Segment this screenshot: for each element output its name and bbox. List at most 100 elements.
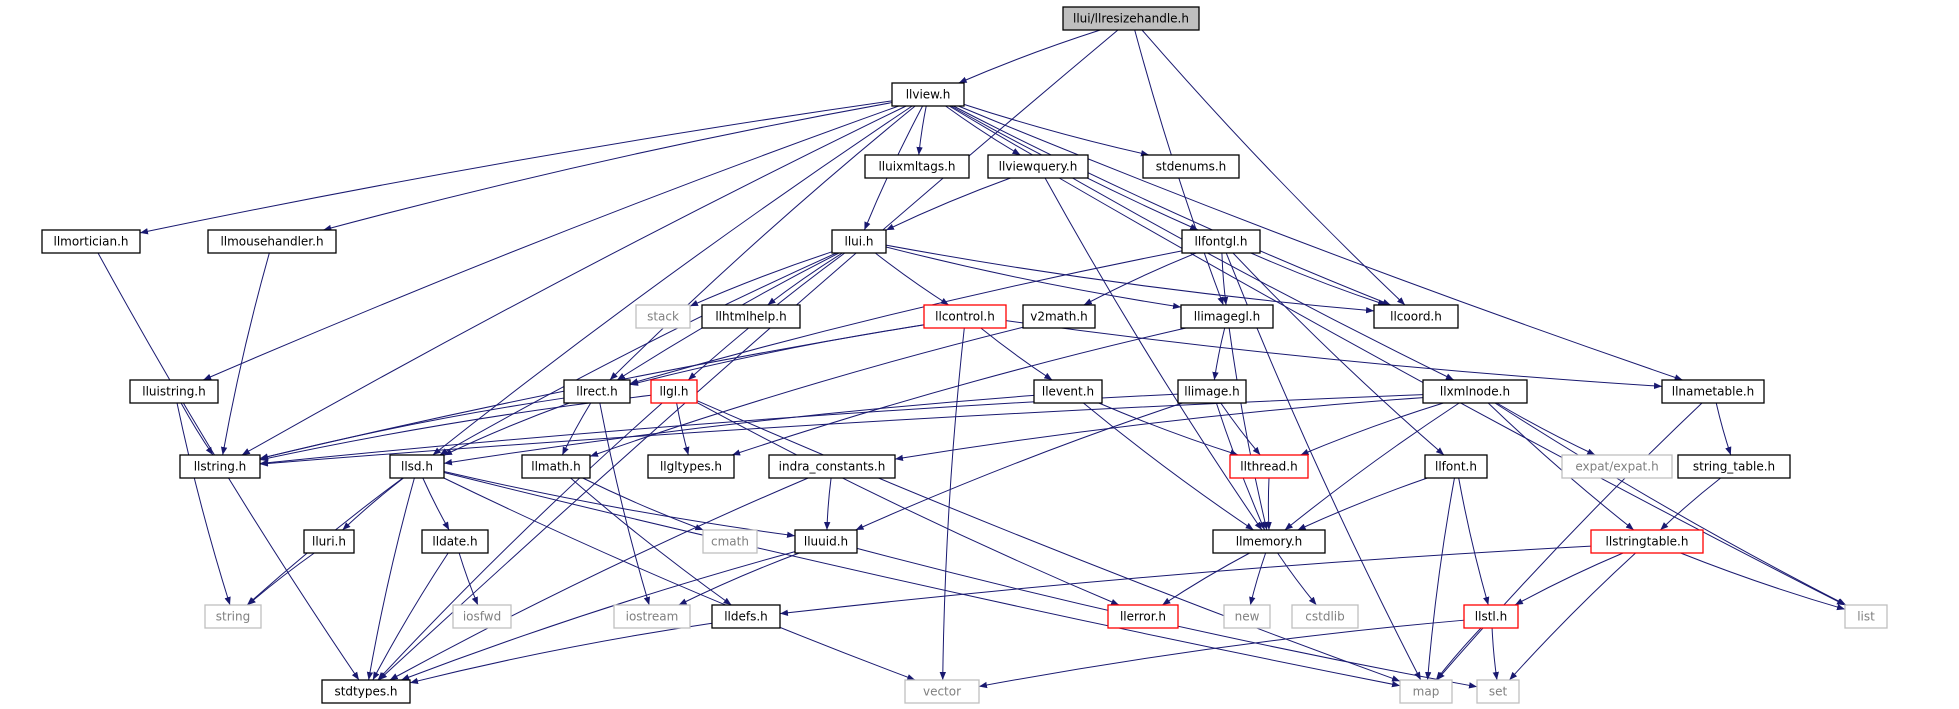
node-box [1033,379,1103,404]
node-label: llnametable.h [1672,385,1755,399]
node-label: expat/expat.h [1575,460,1658,474]
node-box [650,379,698,404]
edge-llui-to-llhtmlhelp [767,252,843,306]
node-label: stack [647,310,679,324]
node-llstring[interactable]: llstring.h [179,454,261,479]
node-llimagegl[interactable]: llimagegl.h [1180,304,1274,329]
node-lluri[interactable]: lluri.h [303,529,355,554]
node-label: new [1235,610,1260,624]
node-label: lldefs.h [724,610,768,624]
node-box [1463,604,1519,629]
node-llmath[interactable]: llmath.h [521,454,591,479]
edge-llviewquery-to-llui [885,177,1011,231]
node-box [1212,529,1326,554]
edge-llthread-to-llmemory [1265,477,1272,531]
node-llsd[interactable]: llsd.h [389,454,445,479]
node-label: llfont.h [1435,460,1477,474]
node-label: llcoord.h [1390,310,1442,324]
node-llfont[interactable]: llfont.h [1424,454,1488,479]
node-box [1223,604,1271,629]
node-llview[interactable]: llview.h [891,82,965,107]
node-box [1062,6,1200,31]
node-lluixmltags[interactable]: lluixmltags.h [864,154,970,179]
edge-llview-to-llsd [432,105,913,456]
node-v2math[interactable]: v2math.h [1022,304,1096,329]
node-llcontrol[interactable]: llcontrol.h [923,304,1007,329]
node-box [711,604,781,629]
node-box [904,679,980,704]
edge-llimage-to-llthread [1220,402,1261,456]
node-llui[interactable]: llui.h [831,229,887,254]
node-llviewquery[interactable]: llviewquery.h [987,154,1089,179]
node-label: llmemory.h [1236,535,1303,549]
edge-llview-to-llnametable [958,105,1683,381]
node-stack: stack [635,304,691,329]
edge-lluuid-to-iostream [678,552,800,606]
node-box [702,529,758,554]
node-label: llsd.h [401,460,433,474]
node-llgl[interactable]: llgl.h [650,379,698,404]
edge-llevent-to-llmemory [1083,402,1254,531]
edge-llsd-to-map [443,472,1401,688]
edge-llstringtable-to-set [1509,552,1636,681]
node-indra_constants[interactable]: indra_constants.h [768,454,896,479]
node-llstl[interactable]: llstl.h [1463,604,1519,629]
node-llstringtable[interactable]: llstringtable.h [1590,529,1704,554]
node-lluistring[interactable]: lluistring.h [129,379,219,404]
node-lldate[interactable]: lldate.h [421,529,489,554]
node-box [635,304,691,329]
node-llfontgl[interactable]: llfontgl.h [1181,229,1261,254]
edge-llui-to-llsd [439,252,837,456]
edge-llxmlnode-to-llmemory [1284,402,1460,531]
node-stdtypes[interactable]: stdtypes.h [321,679,411,704]
node-box [1180,304,1274,329]
node-llmemory[interactable]: llmemory.h [1212,529,1326,554]
edge-llgl-to-llgltypes [676,402,690,456]
node-label: lldate.h [432,535,477,549]
node-llerror[interactable]: llerror.h [1107,604,1179,629]
node-label: llfontgl.h [1195,235,1248,249]
node-box [521,454,591,479]
edge-llview-to-llrect [609,105,916,381]
node-box [1022,304,1096,329]
node-label: llui.h [844,235,873,249]
node-llnametable[interactable]: llnametable.h [1661,379,1765,404]
node-root[interactable]: llui/llresizehandle.h [1062,6,1200,31]
node-llcoord[interactable]: llcoord.h [1373,304,1459,329]
edge-llviewquery-to-llmemory [1044,177,1263,531]
node-stdenums[interactable]: stdenums.h [1142,154,1240,179]
node-string_table[interactable]: string_table.h [1677,454,1791,479]
node-label: stdtypes.h [334,685,397,699]
edge-llevent-to-llsd [443,394,1035,466]
node-llrect[interactable]: llrect.h [563,379,631,404]
edge-v2math-to-llmath [589,326,1024,457]
edge-llmemory-to-cstdlib [1277,552,1317,606]
edge-llmath-to-cmath [582,477,704,531]
node-label: string_table.h [1693,460,1775,474]
edge-lluuid-to-stdtypes [401,551,796,681]
node-label: llxmlnode.h [1440,385,1510,399]
node-llevent[interactable]: llevent.h [1033,379,1103,404]
edge-string_table-to-llstringtable [1659,477,1721,531]
node-llhtmlhelp[interactable]: llhtmlhelp.h [701,304,801,329]
node-llmousehandler[interactable]: llmousehandler.h [207,229,337,254]
edge-llstl-to-vector [978,619,1465,689]
node-llmortician[interactable]: llmortician.h [41,229,141,254]
node-box [1422,379,1528,404]
node-llgltypes[interactable]: llgltypes.h [647,454,735,479]
node-label: llui/llresizehandle.h [1073,12,1189,26]
node-label: llrect.h [576,385,617,399]
node-llimage[interactable]: llimage.h [1177,379,1247,404]
node-lluuid[interactable]: lluuid.h [794,529,858,554]
node-box [303,529,355,554]
node-label: llgl.h [659,385,688,399]
node-llxmlnode[interactable]: llxmlnode.h [1422,379,1528,404]
edge-llstringtable-to-list [1680,552,1846,611]
edge-llnametable-to-map [1436,402,1703,681]
node-box [1142,154,1240,179]
node-lldefs[interactable]: lldefs.h [711,604,781,629]
node-llthread[interactable]: llthread.h [1229,454,1309,479]
edge-llstl-to-set [1491,627,1499,681]
node-box [1844,604,1888,629]
